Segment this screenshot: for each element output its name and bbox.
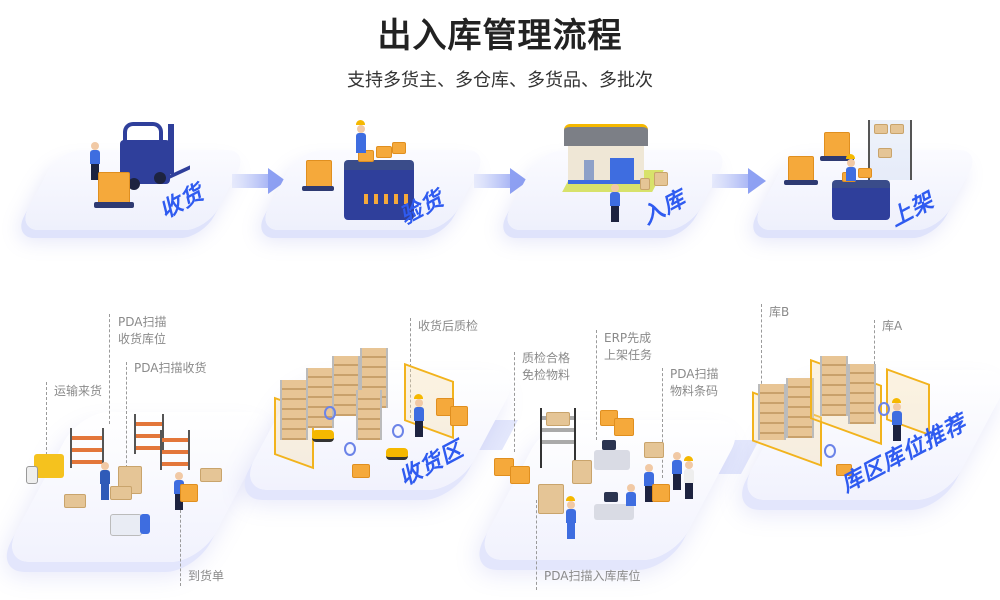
cargo-box: [614, 418, 634, 436]
worker-figure: [672, 452, 682, 490]
callout-line: [514, 352, 515, 452]
callout-transport-arrival: 运输来货: [54, 384, 103, 398]
callout-warehouse-a: 库A: [882, 319, 903, 333]
storage-rack: [820, 356, 848, 416]
step-inspection: 验货: [256, 110, 490, 240]
cargo-box: [352, 464, 370, 478]
callout-warehouse-b: 库B: [769, 305, 790, 319]
callout-qc-passed: 质检合格 免检物料: [522, 351, 571, 382]
cargo-box: [200, 468, 222, 482]
worker-figure: [174, 472, 184, 510]
callout-line: [410, 318, 411, 418]
page-title: 出入库管理流程: [377, 16, 623, 56]
truck-cab: [26, 466, 38, 484]
cargo-box: [538, 484, 564, 514]
shelf: [160, 430, 190, 470]
truck-cab: [140, 514, 150, 534]
worker-figure: [414, 394, 424, 437]
storage-rack: [280, 380, 308, 440]
agv-robot-icon: [312, 430, 334, 442]
callout-line: [109, 314, 110, 424]
flow-arrow-icon: [712, 168, 768, 194]
worker-figure: [684, 456, 694, 499]
step-warehousing: 入库: [498, 110, 732, 240]
callout-line: [596, 330, 597, 440]
location-marker-icon: [878, 402, 890, 416]
callout-post-receipt-qc: 收货后质检: [418, 319, 479, 333]
step-receiving: 收货: [16, 110, 250, 240]
callout-pda-scan-location: PDA扫描入库库位: [544, 569, 641, 583]
storage-rack: [758, 384, 786, 440]
page-subtitle: 支持多货主、多仓库、多货品、多批次: [347, 70, 653, 91]
desk: [594, 450, 630, 470]
worker-figure: [566, 496, 576, 539]
callout-pda-scan-receive: PDA扫描收货: [134, 361, 207, 375]
location-marker-icon: [324, 406, 336, 420]
callout-line: [46, 382, 47, 460]
worker-figure: [100, 462, 110, 500]
truck-icon: [110, 514, 142, 536]
cargo-box: [546, 412, 570, 426]
callout-line: [662, 368, 663, 478]
callout-line: [874, 320, 875, 390]
location-marker-icon: [392, 424, 404, 438]
monitor-icon: [602, 440, 616, 450]
desk: [594, 504, 634, 520]
location-marker-icon: [824, 444, 836, 458]
monitor-icon: [604, 492, 618, 502]
worker-figure: [626, 484, 636, 506]
cargo-box: [836, 464, 852, 476]
callout-erp-task: ERP先成 上架任务: [604, 331, 653, 362]
callout-line: [761, 304, 762, 394]
worker-figure: [892, 398, 902, 441]
callout-line: [536, 500, 537, 590]
cargo-box: [572, 460, 592, 484]
callout-pda-scan-barcode: PDA扫描 物料条码: [670, 367, 719, 398]
cargo-box: [652, 484, 670, 502]
cargo-box: [450, 406, 468, 426]
cargo-box: [110, 486, 132, 500]
callout-line: [126, 362, 127, 468]
cargo-box: [510, 466, 530, 484]
shelf: [134, 414, 164, 454]
storage-rack: [332, 356, 360, 416]
cargo-box: [64, 494, 86, 508]
agv-robot-icon: [386, 448, 408, 460]
callout-line: [180, 510, 181, 586]
truck-icon: [34, 454, 64, 478]
storage-rack: [786, 378, 814, 438]
callout-pda-scan-location: PDA扫描 收货库位: [118, 315, 167, 346]
storage-rack: [356, 390, 382, 440]
callout-arrival-slip: 到货单: [188, 569, 225, 583]
cargo-box: [180, 484, 198, 502]
storage-rack: [848, 364, 876, 424]
step-shelving: 上架: [748, 110, 982, 240]
cargo-box: [644, 442, 664, 458]
worker-figure: [644, 464, 654, 502]
shelf: [70, 428, 104, 468]
location-marker-icon: [344, 442, 356, 456]
